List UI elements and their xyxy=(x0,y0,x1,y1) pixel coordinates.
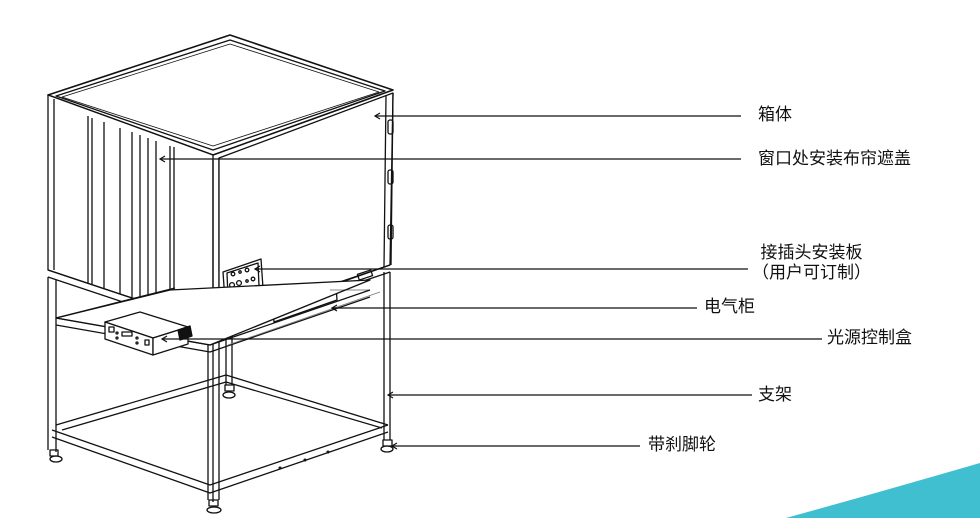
label-braked-casters: 带刹脚轮 xyxy=(648,435,716,455)
leader-line-light-controller xyxy=(160,335,822,343)
cabinet-box xyxy=(47,92,394,333)
label-electrical-cabinet: 电气柜 xyxy=(704,297,755,317)
label-connector-plate-line1: 接插头安装板 xyxy=(760,243,863,263)
label-window-curtain: 窗口处安装布帘遮盖 xyxy=(758,149,911,169)
leader-line-window-curtain xyxy=(158,155,741,163)
label-connector-plate: 接插头安装板 （用户可订制） xyxy=(752,243,871,283)
light-control-box-drawing xyxy=(104,311,193,356)
label-light-controller: 光源控制盒 xyxy=(827,328,912,348)
leader-line-box xyxy=(373,112,741,120)
leader-line-braked-casters xyxy=(390,442,640,450)
leader-line-support-frame xyxy=(386,391,752,399)
teal-corner-decoration xyxy=(786,463,980,518)
support-frame-drawing xyxy=(47,272,391,502)
label-box: 箱体 xyxy=(758,105,792,125)
label-connector-plate-line2: （用户可订制） xyxy=(752,263,871,283)
leader-line-electrical-cabinet xyxy=(330,304,697,312)
leader-line-connector-plate xyxy=(253,265,748,273)
casters-drawing xyxy=(49,384,394,514)
label-support-frame: 支架 xyxy=(758,385,792,405)
